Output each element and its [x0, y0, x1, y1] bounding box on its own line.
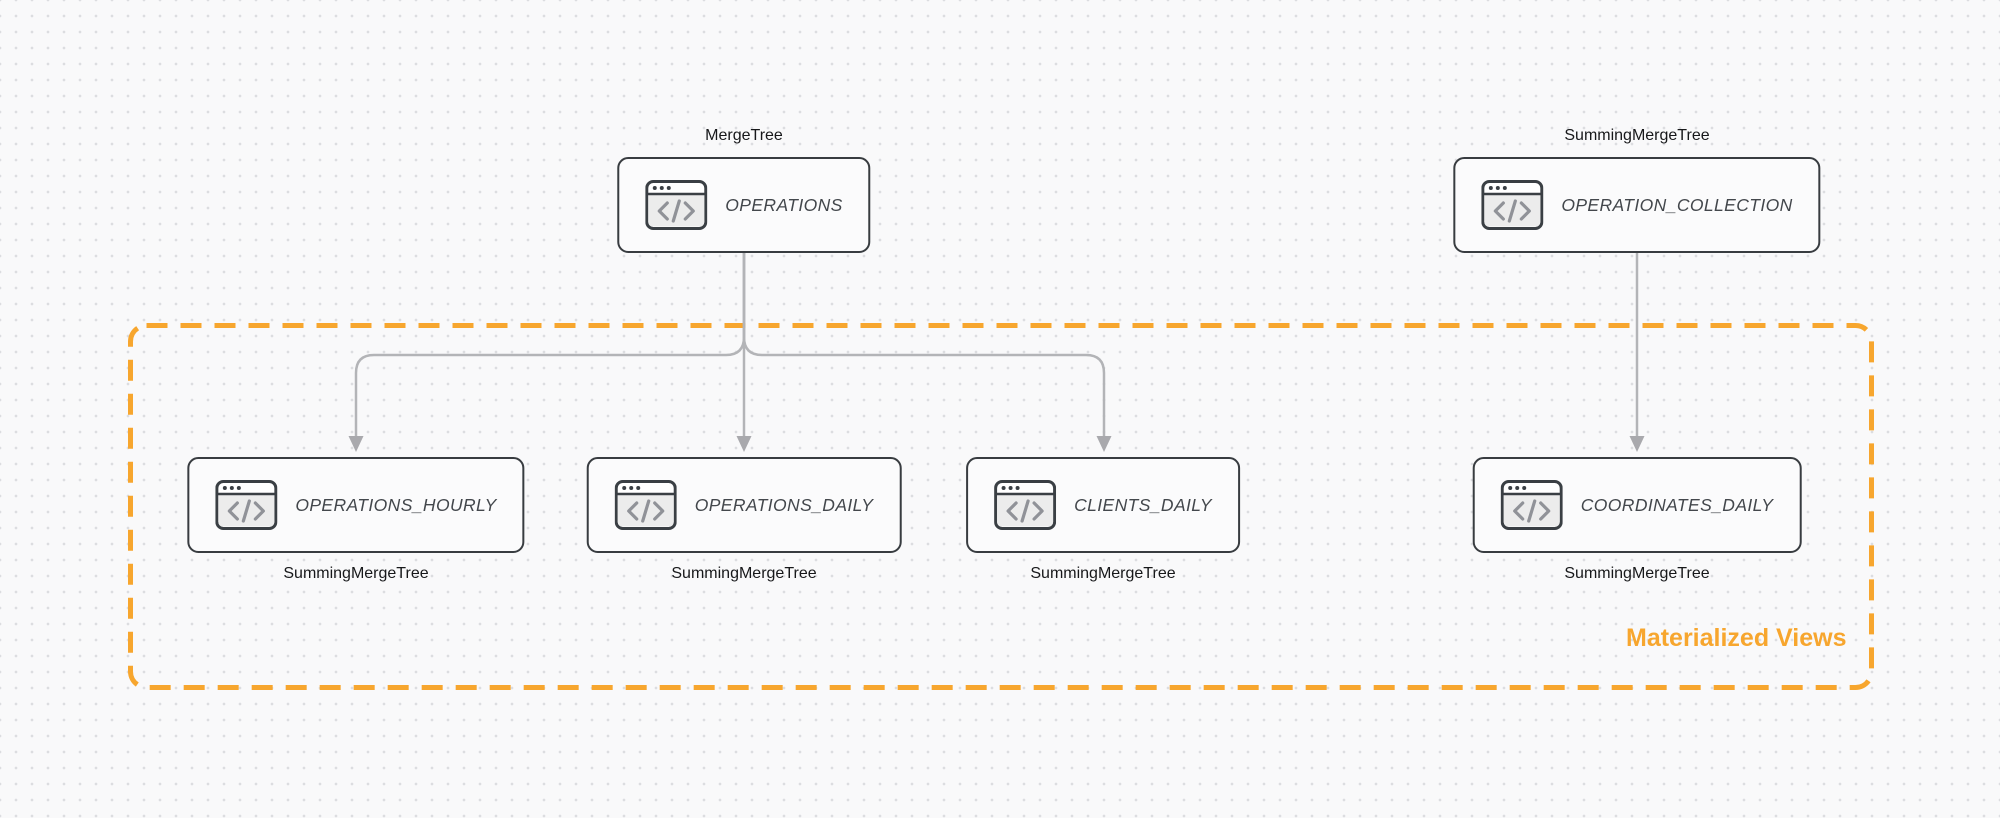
- arrowhead-icon: [736, 436, 752, 452]
- table-box-operations[interactable]: OPERATIONS: [617, 157, 871, 253]
- table-name: OPERATIONS_DAILY: [694, 494, 874, 515]
- node-operations[interactable]: MergeTree OPERATIONS: [617, 126, 871, 253]
- edge-operations-to-clients-daily[interactable]: [742, 252, 1106, 437]
- engine-label: SummingMergeTree: [283, 565, 429, 582]
- engine-label: MergeTree: [705, 127, 783, 144]
- table-name: OPERATION_COLLECTION: [1561, 194, 1793, 215]
- code-window-icon: [1481, 180, 1544, 230]
- code-window-icon: [1500, 480, 1563, 530]
- code-window-icon: [614, 480, 677, 530]
- table-name: OPERATIONS: [725, 194, 843, 215]
- materialized-views-group-boundary[interactable]: [128, 323, 1874, 690]
- node-clients-daily[interactable]: CLIENTS_DAILY SummingMergeTree: [966, 457, 1240, 584]
- arrowhead-icon: [1629, 436, 1645, 452]
- node-coordinates-daily[interactable]: COORDINATES_DAILY SummingMergeTree: [1472, 457, 1802, 584]
- arrowhead-icon: [348, 436, 364, 452]
- node-operation-collection[interactable]: SummingMergeTree OPERATION_COLLECTION: [1453, 126, 1821, 253]
- table-name: OPERATIONS_HOURLY: [295, 494, 497, 515]
- table-name: COORDINATES_DAILY: [1580, 494, 1774, 515]
- edge-operations-to-operations-hourly[interactable]: [354, 252, 746, 437]
- engine-label: SummingMergeTree: [1564, 565, 1710, 582]
- code-window-icon: [215, 480, 278, 530]
- code-window-icon: [645, 180, 708, 230]
- table-box-clients-daily[interactable]: CLIENTS_DAILY: [966, 457, 1240, 553]
- engine-label: SummingMergeTree: [671, 565, 817, 582]
- node-operations-daily[interactable]: OPERATIONS_DAILY SummingMergeTree: [586, 457, 902, 584]
- materialized-views-group-label: Materialized Views: [1626, 624, 1847, 652]
- table-name: CLIENTS_DAILY: [1074, 494, 1212, 515]
- arrowhead-icon: [1096, 436, 1112, 452]
- table-box-coordinates-daily[interactable]: COORDINATES_DAILY: [1472, 457, 1802, 553]
- table-box-operations-hourly[interactable]: OPERATIONS_HOURLY: [187, 457, 525, 553]
- engine-label: SummingMergeTree: [1030, 565, 1176, 582]
- engine-label: SummingMergeTree: [1564, 127, 1710, 144]
- table-box-operation-collection[interactable]: OPERATION_COLLECTION: [1453, 157, 1821, 253]
- table-box-operations-daily[interactable]: OPERATIONS_DAILY: [586, 457, 902, 553]
- code-window-icon: [994, 480, 1057, 530]
- node-operations-hourly[interactable]: OPERATIONS_HOURLY SummingMergeTree: [187, 457, 525, 584]
